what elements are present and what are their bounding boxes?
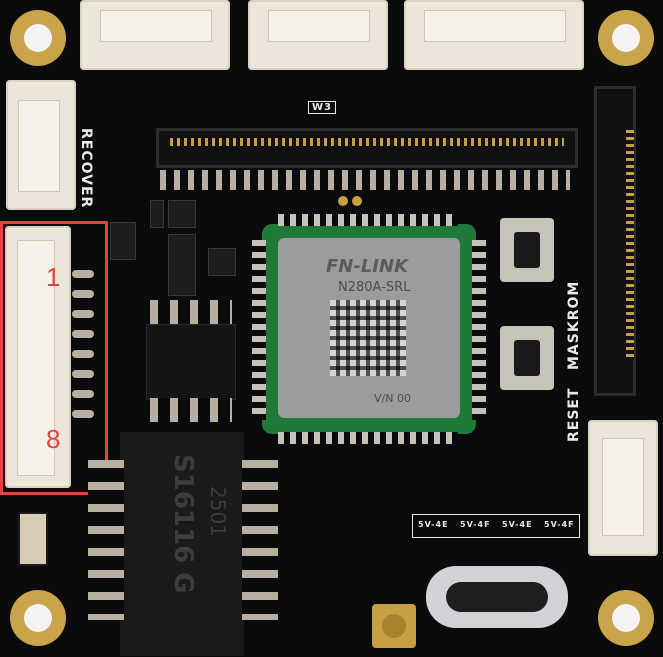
right-connector bbox=[588, 420, 658, 556]
module-qr-code bbox=[330, 300, 406, 376]
pin-1-label: 1 bbox=[46, 262, 61, 292]
mounting-hole-bottom-left bbox=[10, 590, 66, 646]
transformer-label-1: S16116 G bbox=[168, 454, 198, 594]
smd-component bbox=[168, 200, 196, 228]
top-connector-2 bbox=[248, 0, 388, 70]
ethernet-transformer bbox=[120, 432, 244, 656]
w3-label: W3 bbox=[308, 101, 336, 114]
power-label-4: 5V-4F bbox=[544, 520, 575, 529]
highlight-box bbox=[0, 221, 108, 495]
mounting-hole-top-left bbox=[10, 10, 66, 66]
maskrom-label: MASKROM bbox=[566, 280, 582, 370]
left-connector-top bbox=[6, 80, 76, 210]
power-label-box bbox=[412, 514, 580, 538]
module-brand: FN-LINK bbox=[326, 256, 409, 277]
pin-8-label: 8 bbox=[46, 424, 61, 454]
mounting-hole-bottom-right bbox=[598, 590, 654, 646]
recover-label: RECOVER bbox=[78, 128, 94, 209]
flash-chip bbox=[146, 324, 236, 400]
power-label-3: 5V-4E bbox=[502, 520, 533, 529]
top-connector-1 bbox=[80, 0, 230, 70]
recover-button bbox=[500, 218, 554, 282]
mounting-hole-top-right bbox=[598, 10, 654, 66]
power-label-2: 5V-4F bbox=[460, 520, 491, 529]
transformer-label-2: 2501 bbox=[206, 486, 230, 537]
horizontal-fpc-connector bbox=[156, 128, 578, 168]
reset-label: RESET bbox=[566, 387, 582, 442]
module-code: V/N 00 bbox=[374, 392, 411, 405]
reset-button bbox=[500, 326, 554, 390]
power-label-1: 5V-4E bbox=[418, 520, 449, 529]
capacitor bbox=[18, 512, 48, 566]
left-connector-8pin bbox=[5, 226, 71, 488]
top-connector-3 bbox=[404, 0, 584, 70]
module-model: N280A-SRL bbox=[338, 280, 411, 295]
